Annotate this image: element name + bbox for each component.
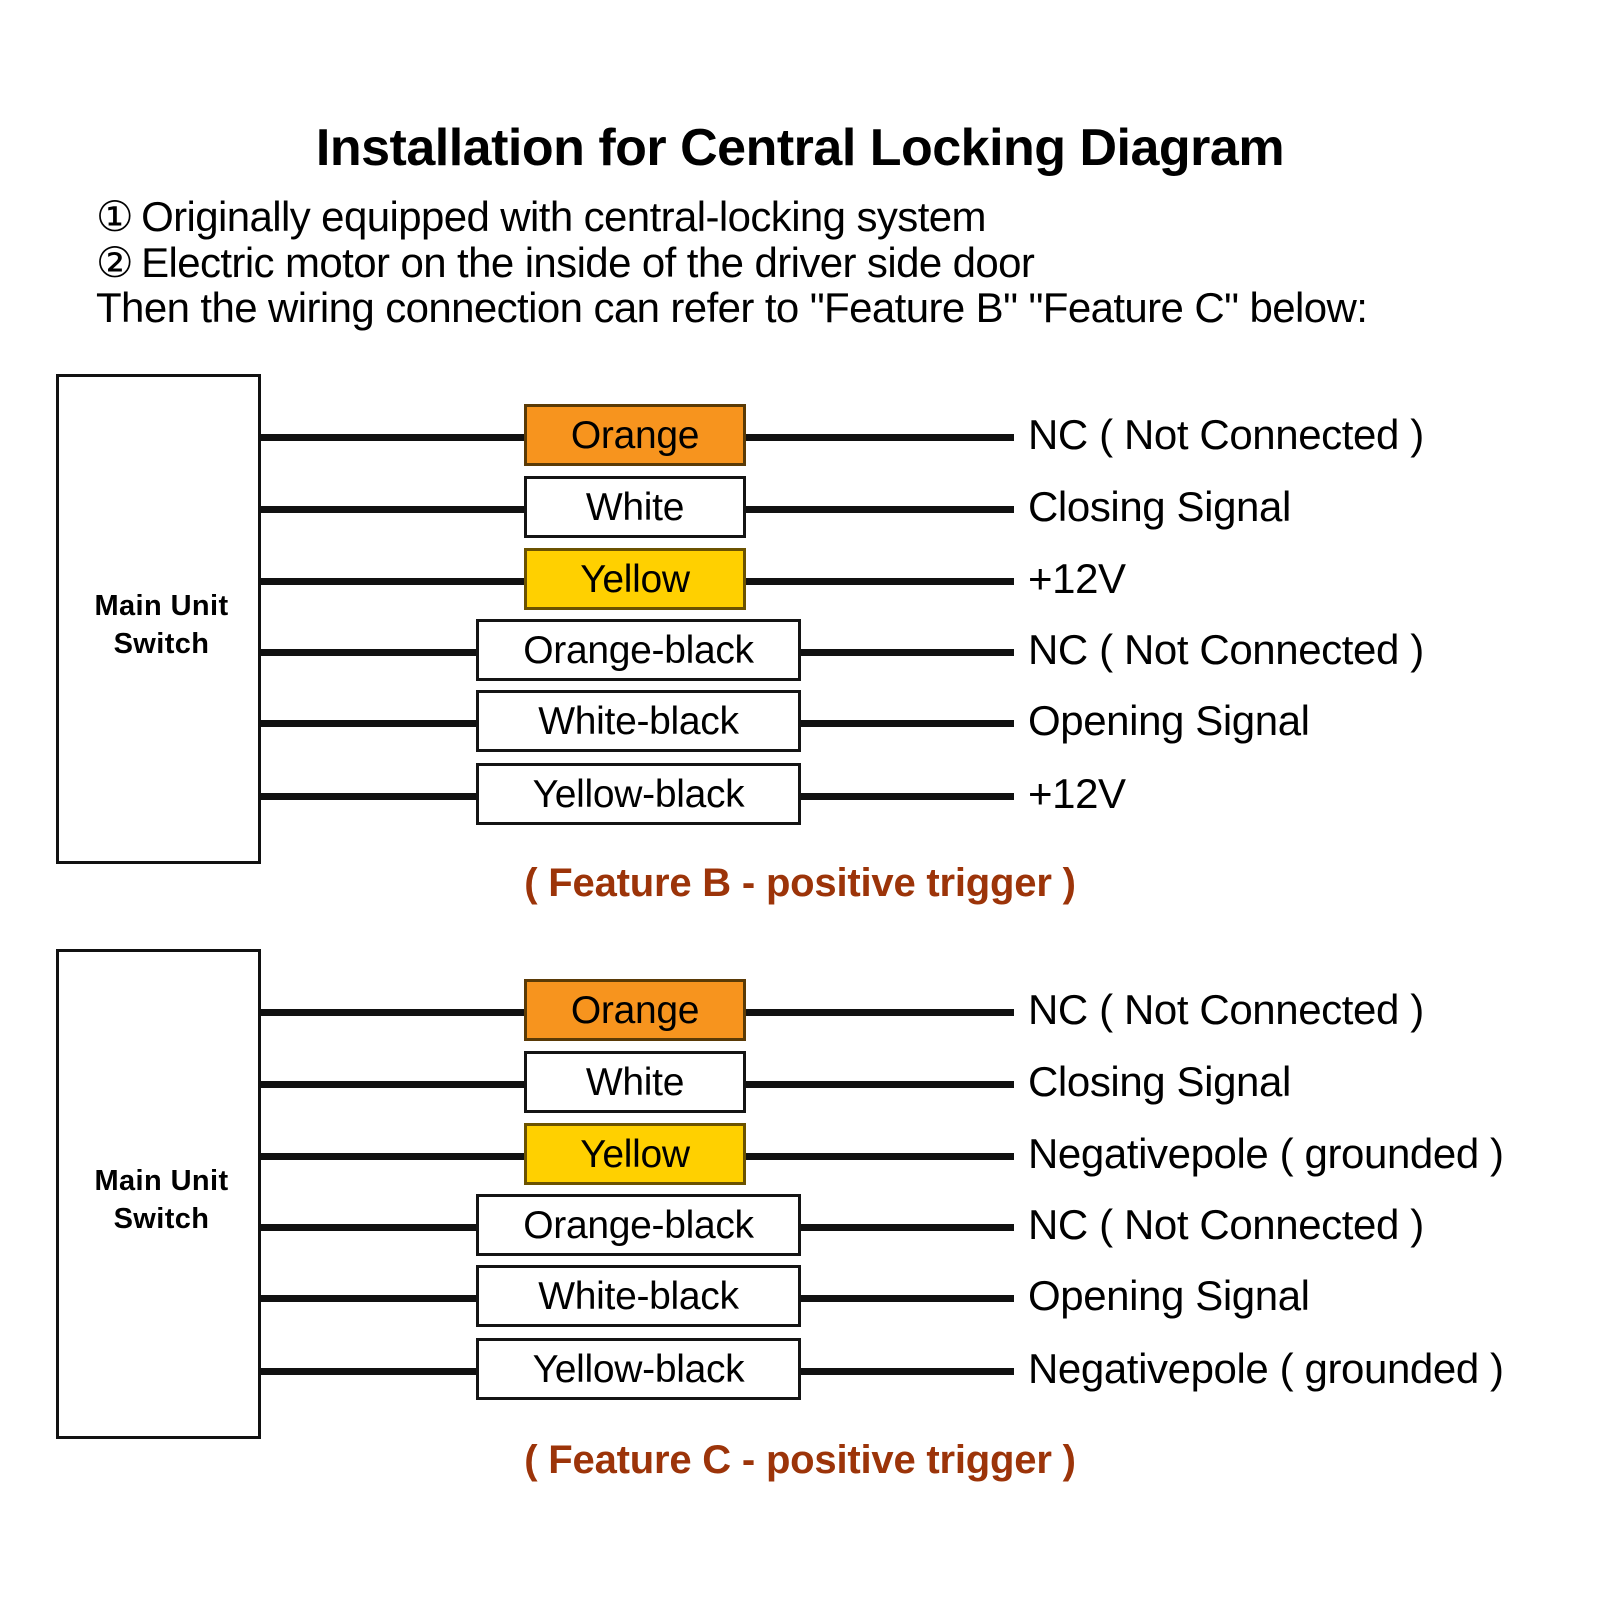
- wire-label-box[interactable]: Orange-black: [476, 619, 801, 681]
- wire-line-right: [742, 1081, 1014, 1088]
- wire-line-right: [742, 578, 1014, 585]
- wire-function-label: NC ( Not Connected ): [1028, 411, 1424, 458]
- wire-line-left: [258, 1224, 480, 1231]
- wire-label-text: Yellow: [580, 557, 690, 601]
- wire-label-text: Yellow: [580, 1132, 690, 1176]
- wire-line-left: [258, 578, 528, 585]
- header-note-2-text: Electric motor on the inside of the driv…: [141, 239, 1035, 286]
- wire-line-right: [797, 649, 1014, 656]
- wire-line-right: [797, 1295, 1014, 1302]
- feature-caption-c: ( Feature C - positive trigger ): [524, 1438, 1076, 1482]
- wire-line-right: [797, 1224, 1014, 1231]
- wire-function-label: NC ( Not Connected ): [1028, 1201, 1424, 1248]
- wire-line-left: [258, 649, 480, 656]
- wire-line-right: [742, 506, 1014, 513]
- circled-number-2-icon: ②: [96, 239, 134, 286]
- wire-label-box[interactable]: Yellow: [524, 548, 746, 610]
- wire-line-left: [258, 1368, 480, 1375]
- wire-label-box[interactable]: Yellow-black: [476, 763, 801, 825]
- wire-row: Orange NC ( Not Connected ): [0, 979, 1600, 1043]
- wire-label-box[interactable]: White-black: [476, 1265, 801, 1327]
- wire-label-box[interactable]: Yellow: [524, 1123, 746, 1185]
- page-title: Installation for Central Locking Diagram: [315, 119, 1285, 177]
- wire-label-text: Yellow-black: [532, 1347, 745, 1391]
- wire-line-left: [258, 434, 528, 441]
- wire-line-left: [258, 720, 480, 727]
- wire-label-box[interactable]: Orange: [524, 404, 746, 466]
- wire-row: Orange-black NC ( Not Connected ): [0, 619, 1600, 683]
- wire-function-label: +12V: [1028, 770, 1126, 817]
- wire-row: Orange-black NC ( Not Connected ): [0, 1194, 1600, 1258]
- wire-label-text: Orange-black: [523, 628, 754, 672]
- wire-line-left: [258, 1153, 528, 1160]
- wire-label-text: White: [585, 485, 685, 529]
- wire-row: Orange NC ( Not Connected ): [0, 404, 1600, 468]
- wire-label-box[interactable]: Orange: [524, 979, 746, 1041]
- wire-label-text: Orange-black: [523, 1203, 754, 1247]
- wire-label-text: White: [585, 1060, 685, 1104]
- wire-row: White Closing Signal: [0, 1051, 1600, 1115]
- wire-row: White-black Opening Signal: [0, 690, 1600, 754]
- feature-caption-b: ( Feature B - positive trigger ): [524, 861, 1076, 905]
- wire-label-box[interactable]: White: [524, 1051, 746, 1113]
- wire-line-left: [258, 1081, 528, 1088]
- wire-line-left: [258, 793, 480, 800]
- wire-line-left: [258, 506, 528, 513]
- wire-row: Yellow +12V: [0, 548, 1600, 612]
- wire-line-right: [797, 793, 1014, 800]
- wire-line-left: [258, 1295, 480, 1302]
- wire-function-label: Opening Signal: [1028, 697, 1310, 744]
- wire-function-label: Closing Signal: [1028, 483, 1291, 530]
- wire-line-left: [258, 1009, 528, 1016]
- wire-line-right: [742, 434, 1014, 441]
- circled-number-1-icon: ①: [96, 193, 134, 240]
- wire-row: White-black Opening Signal: [0, 1265, 1600, 1329]
- header-note-3: Then the wiring connection can refer to …: [96, 284, 1368, 331]
- wire-line-right: [742, 1153, 1014, 1160]
- wire-row: Yellow-black Negativepole ( grounded ): [0, 1338, 1600, 1402]
- wire-function-label: Closing Signal: [1028, 1058, 1291, 1105]
- wire-label-text: White-black: [538, 699, 739, 743]
- wire-function-label: Opening Signal: [1028, 1272, 1310, 1319]
- wire-label-box[interactable]: Orange-black: [476, 1194, 801, 1256]
- wire-function-label: NC ( Not Connected ): [1028, 986, 1424, 1033]
- wire-label-text: Orange: [570, 988, 700, 1032]
- wire-row: Yellow Negativepole ( grounded ): [0, 1123, 1600, 1187]
- wire-function-label: NC ( Not Connected ): [1028, 626, 1424, 673]
- wire-function-label: +12V: [1028, 555, 1126, 602]
- wire-label-box[interactable]: Yellow-black: [476, 1338, 801, 1400]
- wire-label-box[interactable]: White: [524, 476, 746, 538]
- wire-function-label: Negativepole ( grounded ): [1028, 1130, 1504, 1177]
- wire-line-right: [742, 1009, 1014, 1016]
- wire-line-right: [797, 1368, 1014, 1375]
- wire-row: White Closing Signal: [0, 476, 1600, 540]
- wire-line-right: [797, 720, 1014, 727]
- wire-label-text: Orange: [570, 413, 700, 457]
- wire-label-text: Yellow-black: [532, 772, 745, 816]
- wire-function-label: Negativepole ( grounded ): [1028, 1345, 1504, 1392]
- wire-label-box[interactable]: White-black: [476, 690, 801, 752]
- wire-row: Yellow-black +12V: [0, 763, 1600, 827]
- wire-label-text: White-black: [538, 1274, 739, 1318]
- header-note-1-text: Originally equipped with central-locking…: [141, 193, 986, 240]
